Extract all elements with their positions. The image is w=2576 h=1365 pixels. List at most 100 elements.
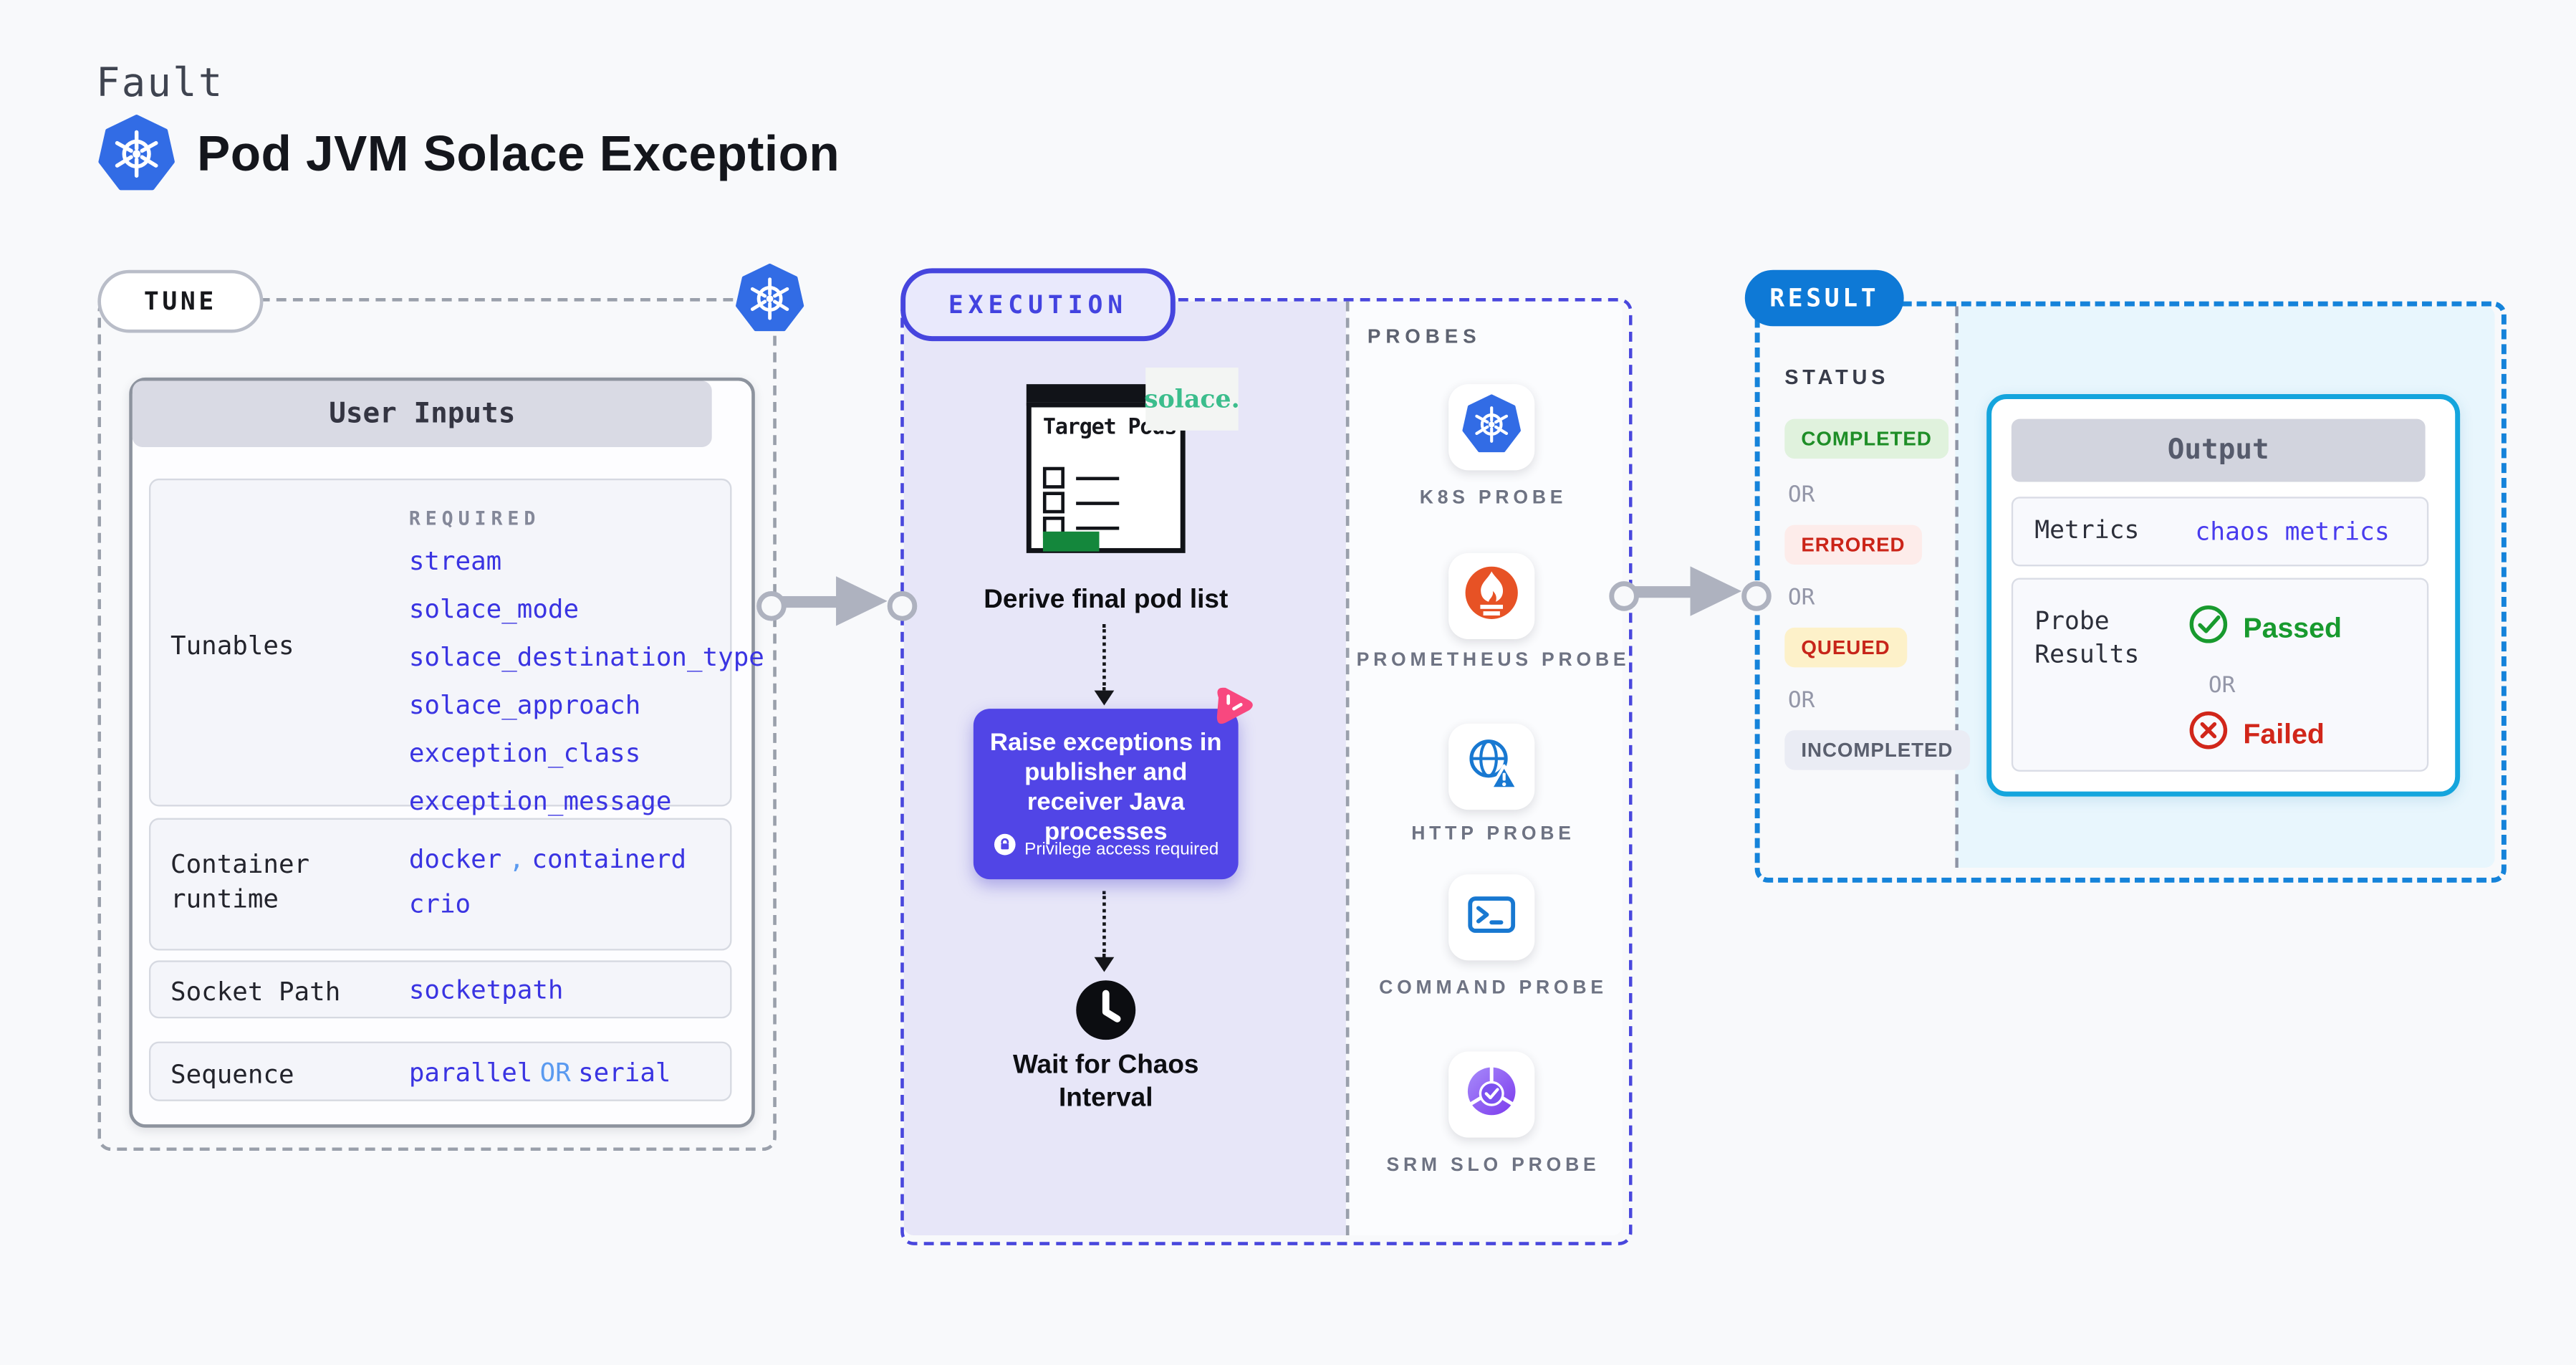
check-circle-icon bbox=[2187, 603, 2230, 654]
passed-result: Passed bbox=[2187, 603, 2342, 654]
terminal-icon bbox=[1462, 883, 1522, 952]
arrow-head-icon bbox=[1094, 957, 1115, 972]
probe-label: HTTP PROBE bbox=[1411, 824, 1575, 845]
probes-heading: PROBES bbox=[1367, 324, 1481, 348]
container-runtime-row: Container runtime docker , containerd cr… bbox=[148, 818, 732, 951]
kubernetes-icon bbox=[735, 263, 804, 332]
tunable-item: exception_class bbox=[408, 738, 641, 769]
execution-section bbox=[900, 297, 1633, 1245]
tunables-label: Tunables bbox=[170, 631, 294, 661]
container-runtime-values: docker , containerd bbox=[409, 845, 686, 876]
required-label: REQUIRED bbox=[408, 507, 541, 530]
or-label: OR bbox=[2208, 672, 2236, 699]
green-bar bbox=[1042, 531, 1100, 552]
status-badge-queued: QUEUED bbox=[1784, 627, 1907, 668]
metrics-value: chaos metrics bbox=[2195, 517, 2390, 547]
line-placeholder bbox=[1076, 476, 1120, 480]
runtime-value: crio bbox=[408, 889, 471, 919]
pod-checkbox-row bbox=[1042, 492, 1120, 514]
failed-result: Failed bbox=[2187, 709, 2325, 760]
status-badge-errored: ERRORED bbox=[1784, 525, 1922, 565]
pod-checkbox-row bbox=[1042, 466, 1120, 489]
tunable-item: exception_message bbox=[408, 786, 672, 817]
runtime-value: containerd bbox=[532, 844, 687, 875]
command-probe-card bbox=[1448, 874, 1535, 961]
arrow-head-icon bbox=[1094, 690, 1115, 706]
status-heading: STATUS bbox=[1784, 365, 1890, 390]
failed-label: Failed bbox=[2243, 717, 2325, 749]
privilege-note: Privilege access required bbox=[974, 833, 1239, 864]
runtime-separator: , bbox=[509, 844, 525, 875]
probe-label: SRM SLO PROBE bbox=[1386, 1156, 1600, 1176]
metrics-row: Metrics chaos metrics bbox=[2011, 497, 2429, 567]
tunable-item: solace_approach bbox=[408, 690, 641, 721]
status-badge-incompleted: INCOMPLETED bbox=[1784, 730, 1970, 770]
prometheus-probe-card bbox=[1448, 552, 1535, 640]
or-label: OR bbox=[1787, 687, 1815, 714]
socket-path-row: Socket Path socketpath bbox=[148, 960, 732, 1019]
srm-slo-probe-card bbox=[1448, 1051, 1535, 1138]
execution-badge: EXECUTION bbox=[900, 268, 1176, 342]
page-title: Pod JVM Solace Exception bbox=[197, 127, 840, 183]
runtime-value: docker bbox=[408, 844, 502, 875]
passed-label: Passed bbox=[2243, 611, 2342, 643]
status-badge-completed: COMPLETED bbox=[1784, 418, 1948, 459]
http-globe-warning-icon bbox=[1462, 733, 1522, 801]
chaos-action-text: Raise exceptions in publisher and receiv… bbox=[989, 728, 1222, 846]
user-inputs-card: User Inputs Tunables REQUIRED stream sol… bbox=[129, 377, 764, 1128]
tune-section bbox=[97, 297, 777, 1151]
socket-path-label: Socket Path bbox=[170, 977, 341, 1007]
metrics-label: Metrics bbox=[2034, 514, 2140, 545]
sequence-value: parallel bbox=[408, 1058, 533, 1088]
chaos-action-box: Raise exceptions in publisher and receiv… bbox=[973, 709, 1239, 880]
prometheus-icon bbox=[1462, 562, 1522, 631]
container-runtime-label: Container runtime bbox=[170, 849, 310, 914]
result-badge: RESULT bbox=[1744, 269, 1904, 327]
flow-arrow-down bbox=[1102, 624, 1106, 691]
tunable-item: stream bbox=[408, 546, 502, 577]
user-inputs-header: User Inputs bbox=[132, 380, 712, 447]
line-placeholder bbox=[1076, 501, 1120, 504]
checkbox-icon bbox=[1042, 492, 1064, 514]
wait-interval-label: Wait for Chaos Interval bbox=[1012, 1051, 1199, 1113]
chaos-pink-icon bbox=[1210, 682, 1254, 727]
solace-logo: solace. bbox=[1144, 368, 1240, 431]
privilege-note-text: Privilege access required bbox=[1024, 838, 1219, 859]
tunables-row: Tunables REQUIRED stream solace_mode sol… bbox=[148, 478, 764, 816]
probe-results-label: Probe Results bbox=[2034, 605, 2140, 669]
sequence-row: Sequence parallel OR serial bbox=[148, 1041, 732, 1101]
sequence-value: serial bbox=[578, 1058, 671, 1088]
probe-label: COMMAND PROBE bbox=[1379, 978, 1607, 999]
tune-badge: TUNE bbox=[97, 269, 264, 333]
probe-label: PROMETHEUS PROBE bbox=[1356, 651, 1630, 671]
derive-pod-list-label: Derive final pod list bbox=[984, 586, 1229, 615]
container-runtime-values: crio bbox=[409, 889, 471, 921]
or-label: OR bbox=[1787, 584, 1815, 611]
sequence-or: OR bbox=[539, 1058, 571, 1088]
clock-icon bbox=[1075, 979, 1138, 1042]
flow-arrow-down bbox=[1102, 891, 1106, 957]
k8s-probe-card bbox=[1448, 384, 1535, 471]
probe-label: K8S PROBE bbox=[1419, 488, 1567, 509]
http-probe-card bbox=[1448, 723, 1535, 810]
kubernetes-icon bbox=[1462, 393, 1522, 461]
sequence-values: parallel OR serial bbox=[409, 1058, 671, 1090]
tunables-list: stream solace_mode solace_destination_ty… bbox=[409, 547, 764, 817]
execution-probes-divider bbox=[1345, 301, 1350, 1236]
srm-slo-gauge-icon bbox=[1462, 1060, 1522, 1129]
tunable-item: solace_mode bbox=[408, 594, 580, 625]
checkbox-icon bbox=[1042, 466, 1064, 489]
output-card: Output Metrics chaos metrics Probe Resul… bbox=[1986, 394, 2461, 797]
line-placeholder bbox=[1076, 525, 1120, 530]
clipboard-body: Target Pods bbox=[1026, 402, 1186, 553]
sequence-label: Sequence bbox=[170, 1060, 294, 1090]
probe-results-row: Probe Results Passed OR bbox=[2011, 578, 2429, 772]
or-label: OR bbox=[1787, 482, 1815, 509]
x-circle-icon bbox=[2187, 709, 2230, 760]
fault-eyebrow: Fault bbox=[96, 59, 224, 106]
output-header: Output bbox=[2011, 418, 2426, 482]
lock-icon bbox=[993, 833, 1016, 864]
socket-path-value: socketpath bbox=[408, 975, 564, 1005]
kubernetes-icon bbox=[97, 114, 176, 192]
